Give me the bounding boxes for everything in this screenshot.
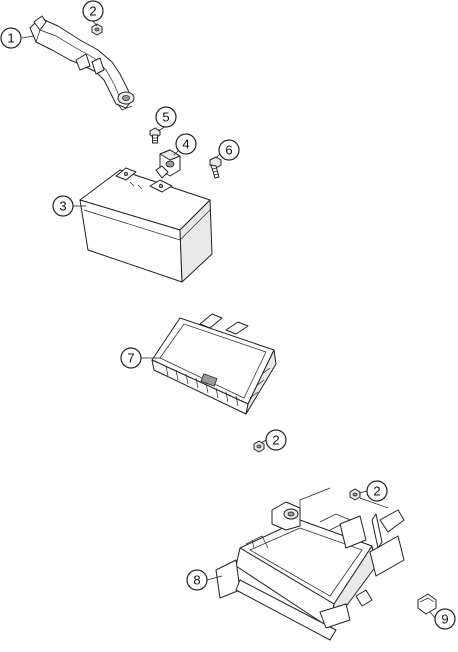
part-clip-9 <box>417 593 437 615</box>
callout-2-right: 2 <box>366 480 388 502</box>
part-bolt-5 <box>149 127 161 144</box>
callout-label: 3 <box>59 199 66 214</box>
callout-7: 7 <box>120 347 142 369</box>
callout-8: 8 <box>186 569 208 591</box>
callout-label: 8 <box>193 573 200 588</box>
part-battery-3 <box>79 167 213 283</box>
callout-label: 6 <box>225 143 232 158</box>
callout-9: 9 <box>434 608 456 630</box>
callout-label: 1 <box>7 31 14 46</box>
part-nut-top <box>91 23 103 36</box>
callout-6: 6 <box>218 139 240 161</box>
part-nut-right <box>349 488 361 501</box>
part-bolt-6 <box>209 156 222 179</box>
callout-label: 4 <box>182 137 189 152</box>
part-cable-bracket <box>29 15 135 111</box>
part-terminal-4 <box>155 149 181 179</box>
part-battery-holder-7 <box>151 313 277 415</box>
callout-3: 3 <box>52 195 74 217</box>
callout-label: 7 <box>127 351 134 366</box>
callout-5: 5 <box>155 106 177 128</box>
part-battery-box-8 <box>215 487 405 641</box>
part-nut-middle <box>253 440 265 453</box>
callout-4: 4 <box>175 133 197 155</box>
callout-1: 1 <box>0 27 22 49</box>
callout-label: 2 <box>89 4 96 19</box>
callout-label: 2 <box>272 433 279 448</box>
leader-lines <box>21 20 437 620</box>
callout-label: 2 <box>373 484 380 499</box>
callout-2-top: 2 <box>82 0 104 22</box>
callout-label: 9 <box>441 612 448 627</box>
callout-2-middle: 2 <box>265 429 287 451</box>
callout-label: 5 <box>162 110 169 125</box>
